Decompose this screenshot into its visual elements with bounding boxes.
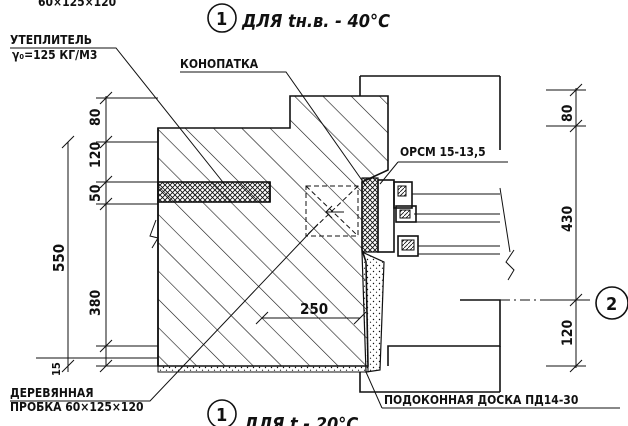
section-marker-number: 2 (606, 294, 617, 315)
dim-right-80: 80 (560, 104, 576, 122)
window-frame (377, 179, 511, 257)
top-cut-text: 60×125×120 (38, 0, 116, 9)
detail-marker-top-number: 1 (216, 9, 227, 30)
detail-marker-bottom: 1 (207, 399, 237, 426)
dim-right-120: 120 (560, 319, 576, 346)
horizontal-dimension (255, 311, 367, 325)
dim-horizontal-250: 250 (300, 300, 328, 318)
caulking-label: КОНОПАТКА (180, 57, 259, 71)
detail-caption-bottom: ДЛЯ t - 20°С (243, 414, 358, 426)
wood-plug-label: ДЕРЕВЯННАЯ (10, 386, 94, 400)
sill-mortar (361, 251, 385, 373)
dim-left-50: 50 (88, 184, 104, 202)
detail-marker-bottom-number: 1 (216, 405, 227, 426)
dim-left-380: 380 (88, 289, 104, 316)
dim-left-80: 80 (88, 108, 104, 126)
sill-board-label: ПОДОКОННАЯ ДОСКА ПД14-30 (384, 393, 578, 407)
right-dimension-chain (546, 83, 586, 373)
dim-left-15: 15 (50, 362, 63, 376)
insulation-layer (157, 181, 271, 203)
dim-left-120: 120 (88, 141, 104, 168)
left-dimension-chain (36, 91, 158, 373)
dim-left-total: 550 (50, 244, 68, 272)
caulking-strip (361, 177, 379, 253)
dim-right-430: 430 (560, 205, 576, 232)
insulation-density-label: γ₀=125 КГ/М3 (12, 48, 97, 62)
detail-marker-top: 1 (207, 3, 237, 33)
detail-caption-top: ДЛЯ tн.в. - 40°С (241, 11, 390, 32)
wood-plug (305, 185, 359, 237)
window-unit-label: ОРСМ 15-13,5 (400, 145, 486, 159)
wood-plug-dimension-label: ПРОБКА 60×125×120 (10, 400, 143, 414)
section-marker: 2 (595, 286, 628, 320)
insulation-label: УТЕПЛИТЕЛЬ (10, 33, 92, 47)
plaster-layer (157, 365, 369, 373)
